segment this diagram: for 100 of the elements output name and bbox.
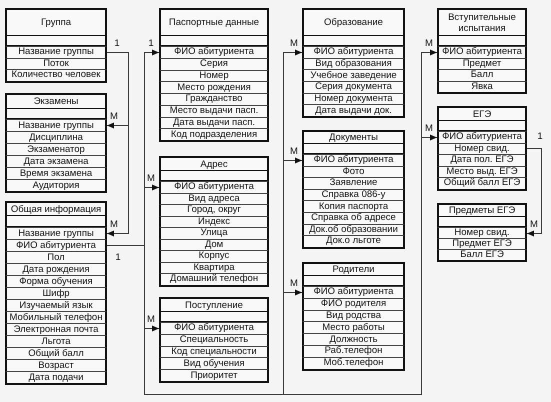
table-title: Родители [332, 264, 374, 275]
field-row: ФИО родителя [302, 298, 405, 310]
table-title: Адрес [200, 158, 228, 170]
field-row: Дата выдачи док. [302, 104, 405, 116]
entity-table [5, 8, 107, 82]
field-row: Название группы [5, 227, 107, 239]
field-row: Дата подачи [5, 371, 107, 383]
table-title: Вступительные испытания [447, 12, 517, 34]
empty-row [5, 35, 107, 46]
field-row: Место работы [302, 321, 405, 334]
table-title: Поступление [185, 300, 243, 310]
field-row: Код специальности [159, 346, 269, 358]
empty-row [5, 108, 107, 119]
field-row: Индекс [159, 216, 269, 227]
field-row: Место рождения [159, 81, 269, 93]
field-row: ФИО абитуриента [159, 181, 269, 192]
cardinality-label: 1 [148, 38, 154, 48]
field-row: ФИО абитуриента [159, 46, 269, 58]
field-row: Город, округ [159, 204, 269, 216]
field-row: Экзаменатор [5, 143, 107, 155]
field-row: Дата экзамена [5, 155, 107, 167]
field-row: Номер свид. [437, 142, 527, 154]
table-title: Предметы ЕГЭ [448, 205, 516, 216]
field-row: Справка об адресе [302, 212, 405, 224]
field-row: Поток [5, 58, 107, 69]
field-row: Дисциплина [5, 131, 107, 143]
cardinality-label: М [290, 38, 298, 48]
field-row: Предмет ЕГЭ [437, 238, 527, 249]
field-row: Серия [159, 58, 269, 70]
cardinality-label: М [147, 174, 155, 184]
field-row: Изучаемый язык [5, 299, 107, 311]
field-row: Форма обучения [5, 275, 107, 287]
field-row: Балл ЕГЭ [437, 249, 527, 260]
cardinality-label: М [147, 314, 155, 324]
field-row: Учебное заведение [302, 69, 405, 82]
field-row: Док.о льготе [302, 235, 405, 247]
entity-table [5, 93, 107, 193]
empty-row [159, 311, 269, 322]
field-row: Дата пол. ЕГЭ [437, 154, 527, 166]
field-row: Код подразделения [159, 128, 269, 140]
field-row: Справка 086-у [302, 188, 405, 200]
field-row: Предмет [437, 58, 527, 69]
cardinality-label: 1 [537, 132, 543, 142]
field-row: Фото [302, 166, 405, 178]
connector-arrow [526, 148, 542, 236]
empty-row [437, 120, 527, 131]
field-row: Квартира [159, 262, 269, 273]
cardinality-label: М [290, 278, 298, 288]
field-row: Гражданство [159, 93, 269, 105]
entity-table [437, 8, 527, 94]
field-row: ФИО абитуриента [437, 46, 527, 58]
field-row: Название группы [5, 46, 107, 58]
table-title: ЕГЭ [472, 108, 492, 120]
field-row: Аудитория [5, 179, 107, 191]
field-row: Номер свид. [437, 227, 527, 238]
cardinality-label: М [530, 220, 538, 230]
entity-table [437, 203, 527, 262]
cardinality-label: М [110, 112, 118, 122]
field-row: Общий балл ЕГЭ [437, 177, 527, 188]
field-row: ФИО абитуриента [5, 239, 107, 251]
empty-row [159, 35, 269, 46]
field-row: Специальность [159, 334, 269, 346]
field-row: Корпус [159, 250, 269, 262]
field-row: Номер документа [302, 92, 405, 104]
field-row: Место выдачи пасп. [159, 104, 269, 116]
entity-table [302, 130, 405, 249]
field-row: Льгота [5, 335, 107, 347]
field-row: Копия паспорта [302, 200, 405, 212]
field-row: ФИО абитуриента [159, 322, 269, 334]
field-row: Балл [437, 69, 527, 80]
field-row: Вид адреса [159, 192, 269, 204]
field-row: Должность [302, 333, 405, 345]
field-row: Название группы [5, 119, 107, 131]
field-row: Возраст [5, 359, 107, 371]
empty-row [437, 216, 527, 227]
field-row: Время экзамена [5, 167, 107, 179]
field-row: Вид родства [302, 310, 405, 322]
table-title: Паспортные данные [168, 17, 260, 28]
table-title: Экзамены [34, 96, 78, 107]
empty-row [302, 35, 405, 46]
field-row: Количество человек [5, 69, 107, 80]
entity-table [302, 262, 405, 371]
empty-row [159, 170, 269, 181]
field-row: Пол [5, 251, 107, 263]
field-row: Приоритет [159, 369, 269, 381]
field-row: Явка [437, 80, 527, 92]
field-row: ФИО абитуриента [302, 46, 405, 58]
cardinality-label: М [110, 220, 118, 230]
cardinality-label: М [425, 38, 433, 48]
field-row: ФИО абитуриента [437, 131, 527, 142]
empty-row [5, 215, 107, 227]
cardinality-label: 1 [114, 39, 120, 49]
field-row: Моб.телефон [302, 356, 405, 369]
empty-row [302, 143, 405, 154]
entity-table [302, 8, 405, 118]
table-title: Общая информация [10, 204, 102, 214]
cardinality-label: 1 [115, 253, 121, 263]
field-row: Док.об образовании [302, 224, 405, 236]
field-row: Дата рождения [5, 263, 107, 275]
field-row: ФИО абитуриента [302, 286, 405, 298]
